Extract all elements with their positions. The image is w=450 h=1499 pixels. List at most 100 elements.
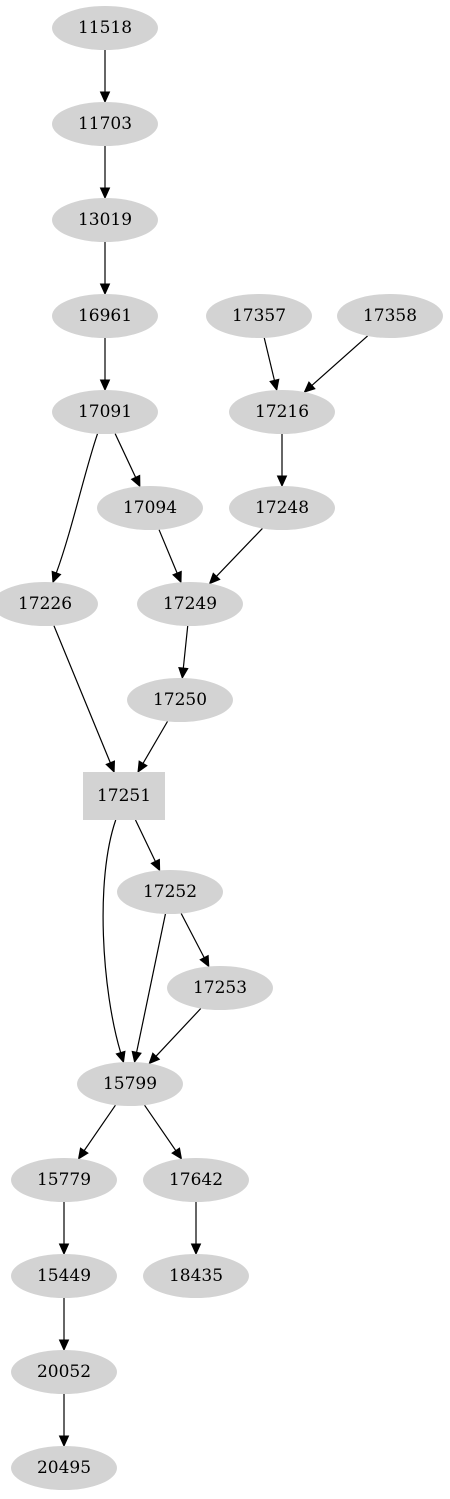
node-label: 17357	[232, 306, 286, 326]
node-ellipse-shape	[167, 966, 273, 1010]
edge-11518-to-11703	[99, 50, 111, 104]
edge-arrowhead	[178, 667, 189, 680]
edge-arrowhead	[208, 572, 221, 585]
edge-arrowhead	[99, 283, 111, 296]
node-label: 15779	[37, 1170, 91, 1190]
edge-17357-to-17216	[263, 337, 280, 392]
node-17248: 17248	[229, 486, 335, 530]
node-ellipse-shape	[77, 1062, 183, 1106]
node-ellipse-shape	[52, 6, 158, 50]
node-ellipse-shape	[97, 486, 203, 530]
edge-line	[182, 625, 189, 669]
node-20495: 20495	[11, 1446, 117, 1490]
edge-arrowhead	[171, 1147, 183, 1160]
node-label: 11703	[78, 114, 132, 134]
node-ellipse-shape	[52, 390, 158, 434]
edge-line	[114, 433, 137, 478]
edge-line	[311, 335, 368, 386]
node-label: 15799	[103, 1074, 157, 1094]
edge-arrowhead	[58, 1243, 70, 1256]
edge-17226-to-17251	[53, 625, 116, 774]
node-ellipse-shape	[52, 294, 158, 338]
node-17216: 17216	[229, 390, 335, 434]
node-label: 17642	[169, 1170, 223, 1190]
edge-15799-to-17642	[144, 1104, 183, 1160]
edge-17248-to-17249	[208, 528, 263, 585]
node-ellipse-shape	[143, 1254, 249, 1298]
edge-arrowhead	[148, 1052, 161, 1065]
node-17357: 17357	[206, 294, 312, 338]
edge-arrowhead	[99, 379, 111, 392]
node-20052: 20052	[11, 1350, 117, 1394]
edge-arrowhead	[137, 760, 148, 774]
node-label: 17248	[255, 498, 309, 518]
node-ellipse-shape	[127, 678, 233, 722]
node-label: 17252	[143, 882, 197, 902]
node-16961: 16961	[52, 294, 158, 338]
edge-arrowhead	[150, 858, 161, 872]
node-highlighted-ellipse-shape	[11, 1254, 117, 1298]
edge-line	[136, 913, 167, 1053]
node-13019: 13019	[52, 198, 158, 242]
edge-17251-to-15799	[102, 819, 126, 1064]
edge-17251-to-17252	[134, 819, 161, 872]
node-ellipse-shape	[229, 486, 335, 530]
node-label: 17226	[18, 594, 72, 614]
node-ellipse-shape	[52, 198, 158, 242]
node-17253: 17253	[167, 966, 273, 1010]
node-ellipse-shape	[0, 582, 98, 626]
edge-line	[142, 721, 169, 764]
node-17642: 17642	[143, 1158, 249, 1202]
node-17251: 17251	[83, 772, 165, 820]
edge-15779-to-15449	[58, 1202, 70, 1256]
node-15449: 15449	[11, 1254, 117, 1298]
edge-17252-to-15799	[131, 913, 167, 1064]
edge-arrowhead	[58, 1339, 70, 1352]
node-label: 18435	[169, 1266, 223, 1286]
edge-line	[53, 625, 111, 763]
edge-line	[83, 1104, 116, 1151]
edge-arrowhead	[131, 1050, 142, 1064]
node-11518: 11518	[52, 6, 158, 50]
nodes-layer: 11518 11703 13019 16961 17091 17357 17358 17216…	[0, 6, 443, 1490]
node-box-shape	[83, 772, 165, 820]
node-15779: 15779	[11, 1158, 117, 1202]
node-ellipse-shape	[229, 390, 335, 434]
edge-17216-to-17248	[276, 434, 288, 488]
edges-layer	[51, 50, 368, 1448]
edge-line	[155, 1008, 202, 1057]
node-ellipse-shape	[137, 582, 243, 626]
node-ellipse-shape	[11, 1350, 117, 1394]
edge-17250-to-17251	[137, 721, 169, 774]
node-17250: 17250	[127, 678, 233, 722]
edge-line	[102, 819, 122, 1053]
node-ellipse-shape	[117, 870, 223, 914]
edge-17249-to-17250	[178, 625, 189, 680]
node-17226: 17226	[0, 582, 98, 626]
edge-arrowhead	[99, 187, 111, 200]
edge-16961-to-17091	[99, 338, 111, 392]
edge-line	[263, 337, 276, 381]
node-label: 11518	[78, 18, 132, 38]
node-11703: 11703	[52, 102, 158, 146]
node-label: 15449	[37, 1266, 91, 1286]
edge-11703-to-13019	[99, 146, 111, 200]
edge-15449-to-20052	[58, 1298, 70, 1352]
node-label: 17091	[78, 402, 132, 422]
edge-line	[216, 528, 263, 577]
node-ellipse-shape	[143, 1158, 249, 1202]
edge-arrowhead	[172, 570, 182, 584]
edge-17091-to-17226	[51, 433, 99, 584]
node-ellipse-shape	[11, 1158, 117, 1202]
edge-line	[144, 1104, 177, 1151]
node-label: 20052	[37, 1362, 91, 1382]
edge-arrowhead	[115, 1050, 126, 1064]
node-17358: 17358	[337, 294, 443, 338]
node-15799: 15799	[77, 1062, 183, 1106]
node-ellipse-shape	[11, 1446, 117, 1490]
node-ellipse-shape	[337, 294, 443, 338]
edge-arrowhead	[303, 381, 316, 393]
edge-arrowhead	[199, 954, 210, 968]
edge-arrowhead	[130, 474, 141, 488]
